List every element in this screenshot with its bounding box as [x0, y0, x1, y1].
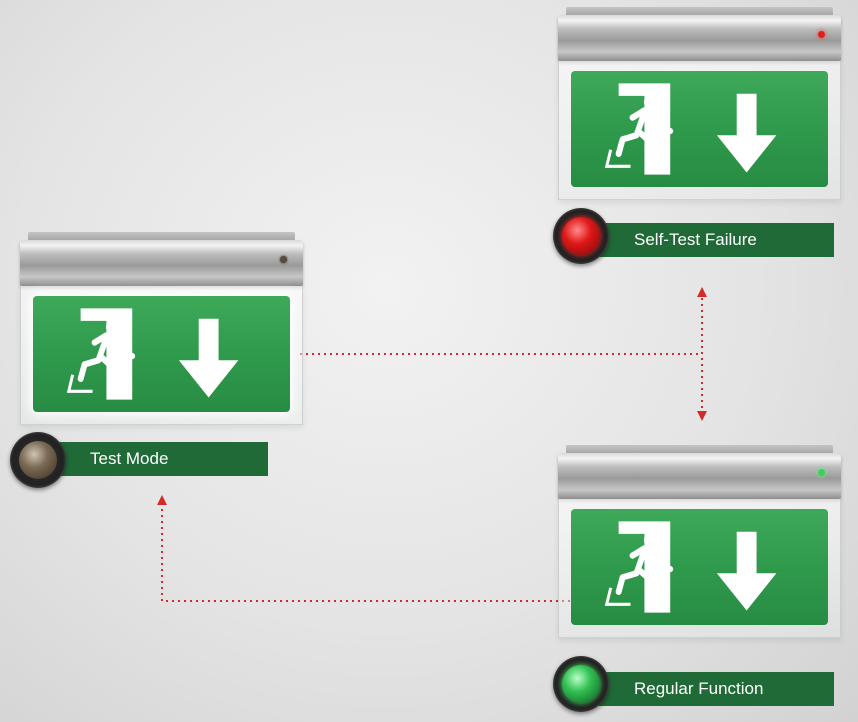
sign-glass	[558, 61, 841, 200]
sign-panel	[33, 296, 290, 412]
indicator-test-mode	[10, 432, 66, 488]
down-arrow-icon	[716, 531, 777, 611]
running-man-icon	[66, 308, 136, 400]
sign-panel	[571, 71, 828, 187]
label-self-test-failure: Self-Test Failure	[590, 223, 834, 257]
exit-sign-self-test-failure	[558, 7, 841, 200]
sign-housing	[558, 445, 841, 499]
running-man-icon	[604, 521, 674, 613]
exit-sign-test-mode	[20, 232, 303, 425]
sign-glass	[20, 286, 303, 425]
sign-housing	[20, 232, 303, 286]
down-arrow-icon	[716, 93, 777, 173]
label-test-mode: Test Mode	[46, 442, 268, 476]
status-led-red	[818, 31, 825, 38]
label-regular-function: Regular Function	[590, 672, 834, 706]
indicator-regular-function	[553, 656, 609, 712]
indicator-self-test-failure	[553, 208, 609, 264]
status-led-green	[818, 469, 825, 476]
indicator-lens-green	[562, 665, 600, 703]
sign-housing	[558, 7, 841, 61]
sign-panel	[571, 509, 828, 625]
running-man-icon	[604, 83, 674, 175]
down-arrow-icon	[178, 318, 239, 398]
indicator-lens-red	[562, 217, 600, 255]
sign-glass	[558, 499, 841, 638]
exit-sign-regular-function	[558, 445, 841, 638]
status-led-off	[280, 256, 287, 263]
connector-regular-to-test	[157, 495, 570, 602]
indicator-lens-off	[19, 441, 57, 479]
